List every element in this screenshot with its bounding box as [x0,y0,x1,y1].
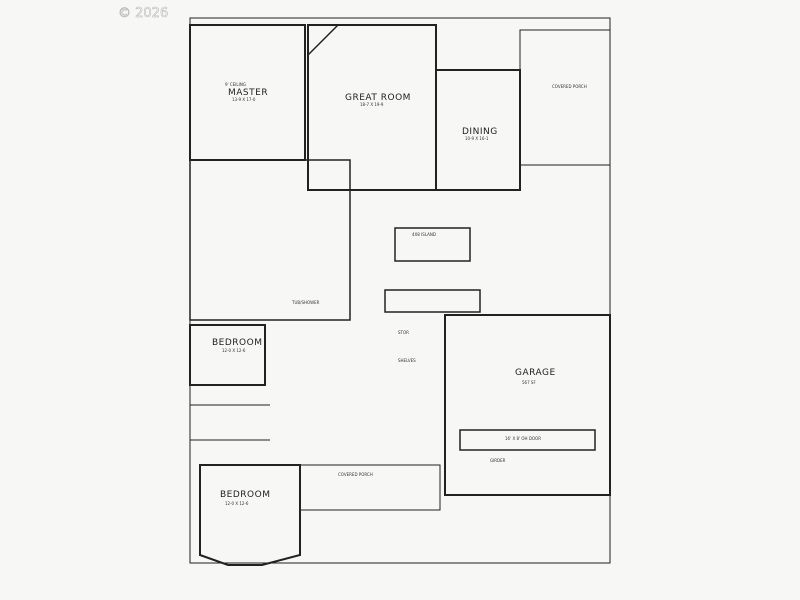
room-label-covered-porch-front: COVERED PORCH [338,472,373,477]
girder-label: GIRDER [490,458,506,463]
room-size-dining: 10-9 X 16-1 [465,136,489,141]
island-label: 4X8 ISLAND [412,232,436,237]
ceiling-note: 9' CEILING [225,82,246,87]
garage-door-label: 16' X 8' OH DOOR [505,436,541,441]
room-label-bedroom-2: BEDROOM [220,490,270,500]
copyright-watermark: © 2026 [118,6,168,21]
room-label-covered-porch-rear: COVERED PORCH [552,84,587,89]
shelves-label: SHELVES [398,358,416,363]
storage-label: STOR [398,330,409,335]
tub-shower-label: TUB/SHOWER [291,300,320,305]
garage-area: 567 SF [522,380,536,385]
room-size-great-room: 18-7 X 19-9 [360,102,384,107]
room-label-master: MASTER [228,88,268,98]
room-label-great-room: GREAT ROOM [345,93,411,103]
room-size-bedroom-2: 12-0 X 12-6 [225,501,249,506]
walls [189,17,611,566]
room-size-bedroom-1: 12-0 X 12-6 [222,348,246,353]
room-label-garage: GARAGE [515,368,556,378]
room-size-master: 13-9 X 17-0 [232,97,256,102]
room-label-dining: DINING [462,127,498,137]
room-label-bedroom-1: BEDROOM [212,338,262,348]
